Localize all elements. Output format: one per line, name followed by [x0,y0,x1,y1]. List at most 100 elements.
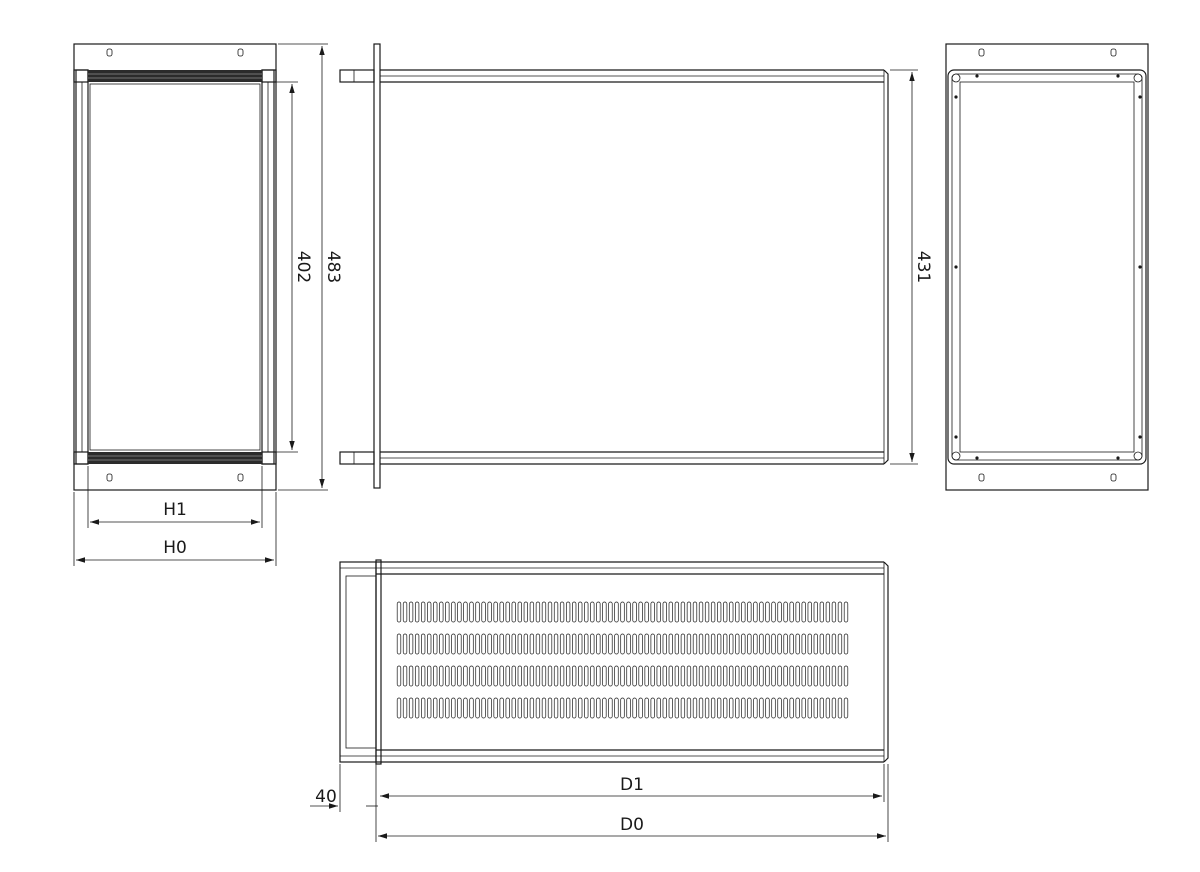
vent-slot [396,665,402,687]
vent-slot [596,697,601,719]
vent-slot [735,633,740,655]
vent-slot [602,665,607,687]
vent-slot [541,633,547,655]
vent-slot [638,601,643,623]
vent-slot [427,633,432,655]
vent-slot [662,633,667,655]
vent-slot [481,665,486,687]
vent-slot [517,601,522,623]
vent-slot [644,601,649,623]
vent-slot [445,697,450,719]
vent-slot [457,665,462,687]
front-height-inner-dimension: 402 [266,81,313,453]
vent-slot [735,697,740,719]
vent-slot [783,697,788,719]
vent-slot [729,665,734,687]
vent-slot [656,665,661,687]
vent-slot [578,633,583,655]
vent-slot [493,633,498,655]
vent-slot [433,633,438,655]
vent-slot [511,665,516,687]
vent-slot [421,665,426,687]
vent-slot [614,697,619,719]
vent-slot [584,601,589,623]
vent-slot [632,601,637,623]
vent-slot [789,697,794,719]
vent-slot [735,601,740,623]
vent-slot [493,601,498,623]
vent-slot [801,633,806,655]
vent-slot [807,697,812,719]
front-width-inner-dimension: H1 [87,466,263,528]
vent-slot [511,633,516,655]
vent-slot [451,697,456,719]
side-depth-outer-dimension: D0 [378,764,889,842]
dim-431-label: 431 [913,251,933,283]
vent-slot [831,601,837,623]
vent-slot [396,697,402,719]
vent-slot [765,697,770,719]
vent-slot [439,633,444,655]
vent-slot [433,665,438,687]
vent-slot [783,665,788,687]
vent-slot [771,697,776,719]
vent-slot [753,665,758,687]
vent-slot [414,633,420,655]
vent-slot [686,633,692,655]
vent-slot [704,697,710,719]
vent-slot [614,633,619,655]
vent-slot [795,633,800,655]
vent-slot [819,601,824,623]
vent-slot [523,633,528,655]
vent-slot [493,697,498,719]
vent-slot [517,633,522,655]
vent-slot [819,665,824,687]
vent-slot [596,665,601,687]
vent-slot [463,601,468,623]
vent-slot [789,665,794,687]
vent-slot [710,601,716,623]
vent-slot [668,601,673,623]
vent-slot [759,665,764,687]
vent-slot [795,665,800,687]
vent-slot [753,697,758,719]
dim-40-label: 40 [315,787,337,807]
vent-slot [807,665,812,687]
vent-slot [439,665,444,687]
vent-slot [638,633,643,655]
side-depth-inner-dimension: D1 [380,764,885,802]
vent-slot [825,665,831,687]
vent-slot [620,665,625,687]
top-view [339,43,889,489]
vent-slot [626,697,631,719]
vent-slot [427,665,432,687]
vent-slot [590,665,595,687]
vent-slot [463,633,468,655]
dim-d1-label: D1 [620,775,644,795]
vent-slot [559,601,565,623]
vent-slot [698,665,704,687]
vent-slot [499,665,504,687]
top-height-dimension: 431 [890,69,933,465]
vent-slot [837,601,843,623]
vent-slot [427,601,432,623]
vent-slot [777,601,782,623]
vent-slot [801,665,806,687]
vent-slot [487,601,492,623]
vent-slot [463,665,468,687]
vent-slot [553,633,559,655]
vent-slot [559,633,565,655]
vent-slot [668,665,673,687]
vent-slot [457,633,462,655]
vent-slot [837,665,843,687]
vent-slot [402,697,408,719]
vent-slot [837,697,843,719]
vent-slot [807,633,812,655]
vent-slot [765,633,770,655]
vent-slot [716,697,722,719]
vent-slot [837,633,843,655]
vent-slot [620,697,625,719]
vent-slot [499,601,504,623]
vent-slot [475,665,480,687]
